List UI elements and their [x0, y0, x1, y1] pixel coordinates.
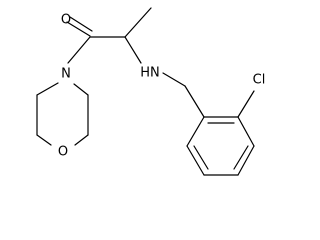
bond-alpha-methyl: [124, 7, 152, 38]
atom-label-chlorine: Cl: [253, 73, 266, 88]
bond-amine-methylene: [162, 72, 186, 87]
bond-carbonyl-double-a: [66, 21, 91, 37]
bond-ring-5-6: [186, 145, 205, 176]
atom-label-morpholine-nitrogen: N: [61, 67, 71, 82]
bond-ring-inner-c: [193, 145, 209, 170]
bond-ring-2-3: [237, 116, 255, 147]
bond-morph-c2-o: [36, 134, 52, 146]
atom-label-carbonyl-oxygen: O: [61, 13, 71, 28]
bond-methylene-ring: [184, 85, 205, 118]
bond-morph-o-c3: [74, 134, 89, 146]
bond-alpha-amine: [124, 36, 142, 64]
bond-carbonyl-nitrogen: [67, 36, 91, 64]
bond-morph-c4-n: [73, 83, 89, 96]
bond-morph-n-c1: [36, 82, 59, 96]
bond-ring-inner-b: [233, 145, 249, 170]
atom-label-amine: HN: [140, 66, 160, 81]
bond-carbonyl-double-b: [69, 16, 93, 32]
structure-diagram: O N O HN Cl: [36, 7, 266, 176]
bond-ring-6-1: [186, 116, 205, 147]
bond-ring-chlorine: [237, 90, 255, 118]
bond-ring-3-4: [237, 145, 255, 176]
atom-label-morpholine-oxygen: O: [58, 145, 68, 160]
